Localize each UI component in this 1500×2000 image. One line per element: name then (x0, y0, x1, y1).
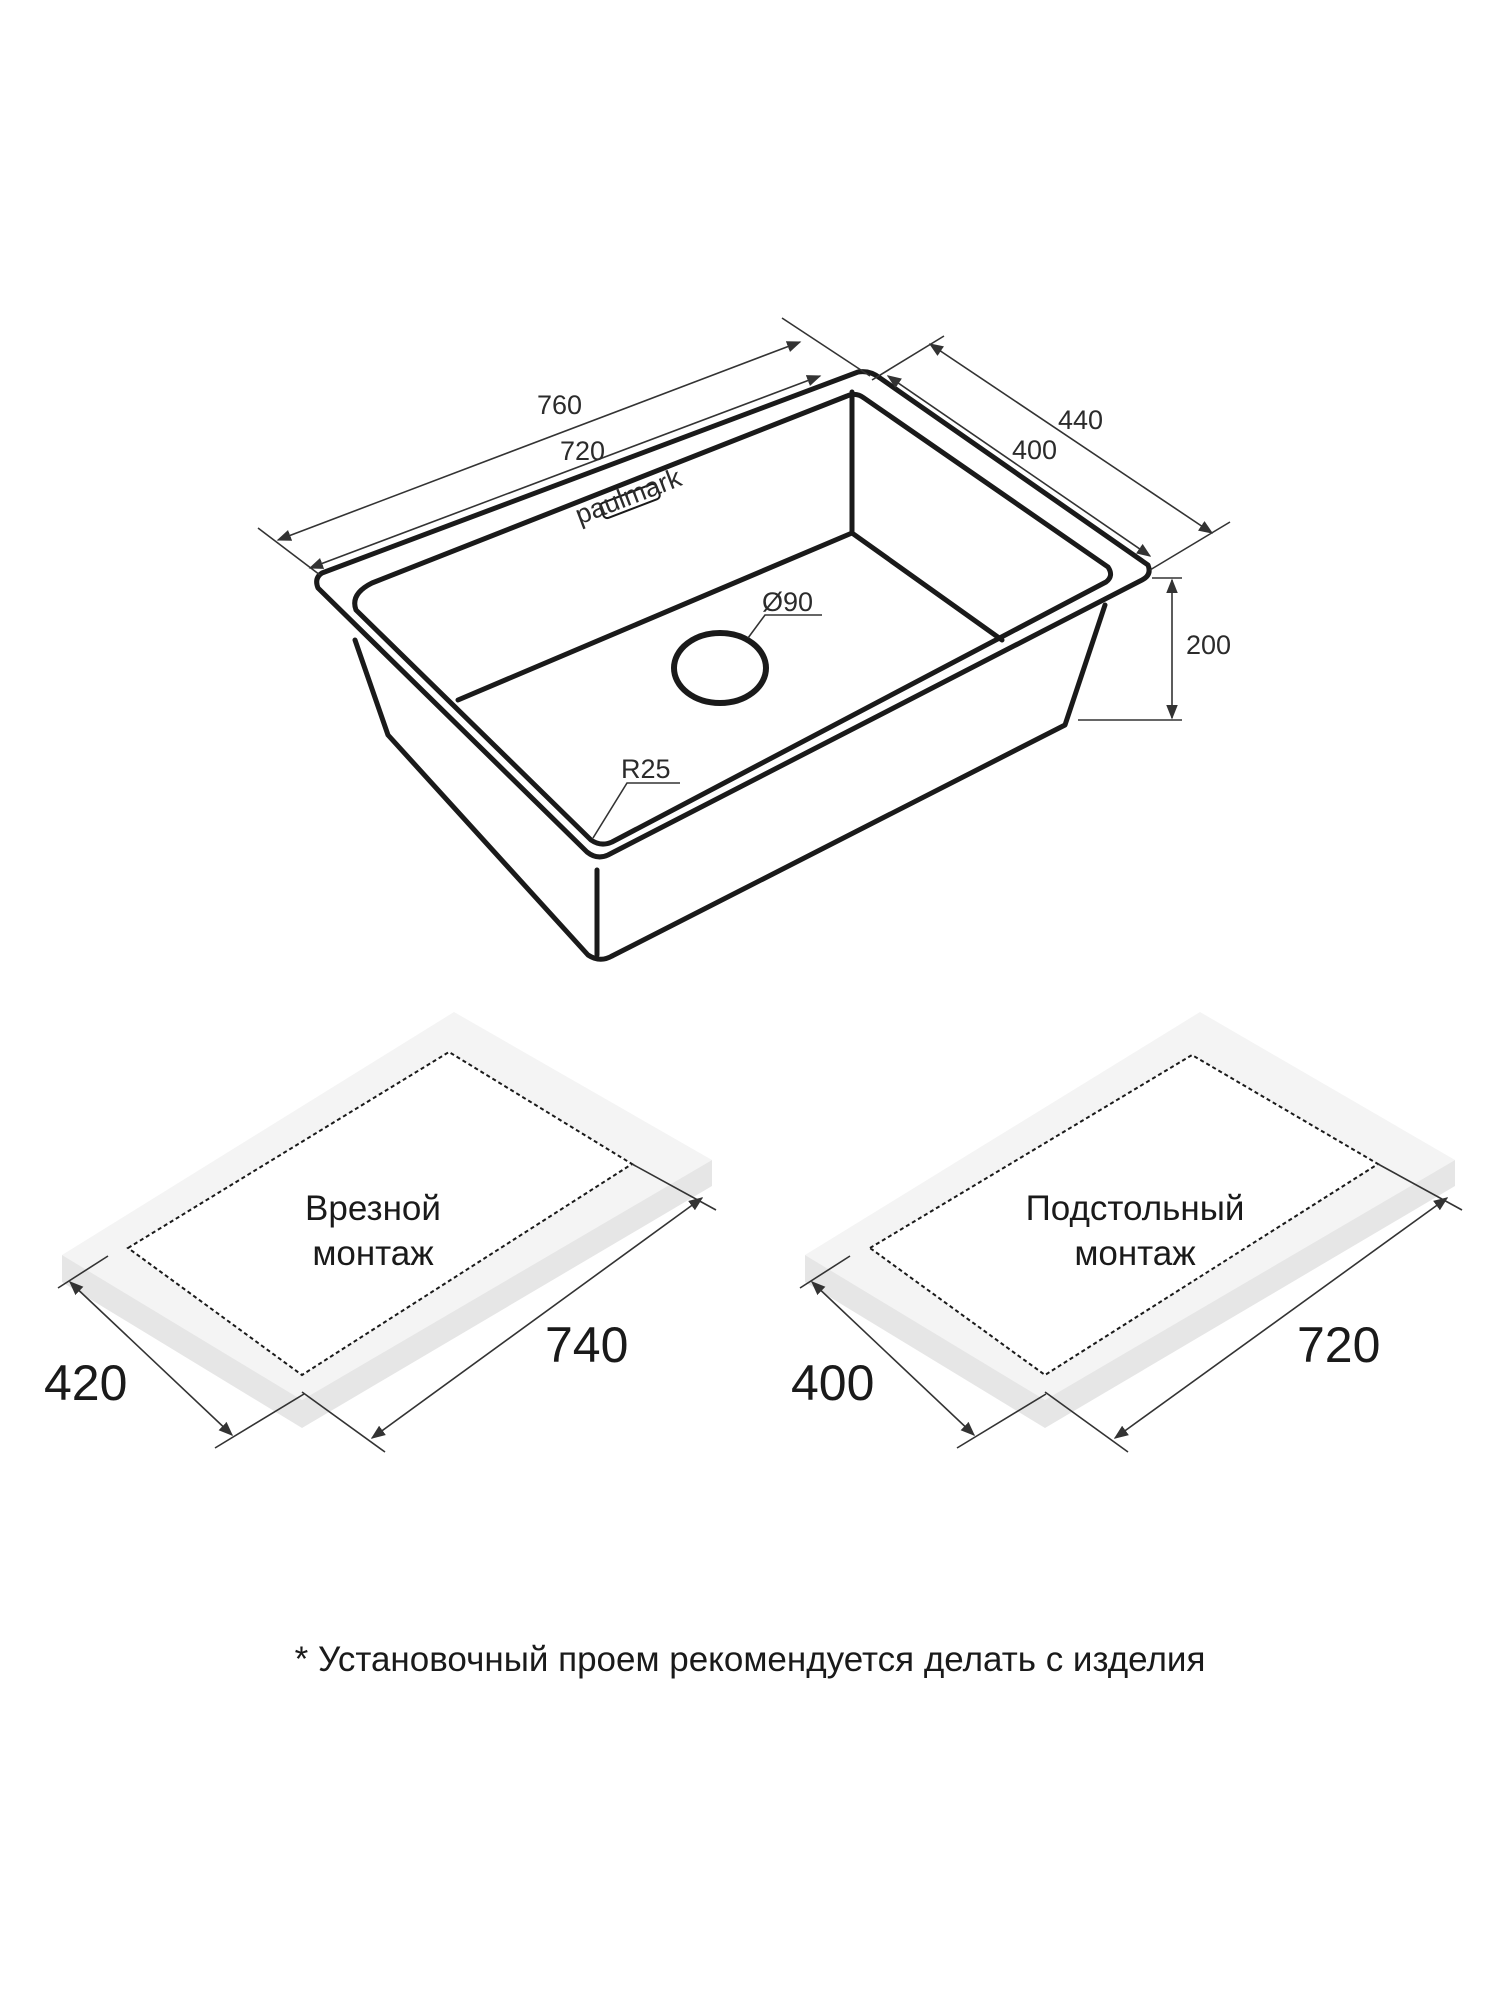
cutout-undermount-label-2: монтаж (1074, 1234, 1196, 1273)
cutout-under-width-ext2 (956, 1393, 1047, 1449)
drain-hole (671, 630, 769, 706)
sink-left-wall (352, 637, 615, 962)
sink-inner-rim (352, 391, 1114, 847)
dim-440-line (928, 343, 1214, 534)
cutout-under-width-ext1 (799, 1255, 851, 1289)
dim-440-ext-right (1149, 521, 1231, 571)
cutout-top-width-line (68, 1281, 234, 1436)
cutout-top-width-ext1 (57, 1255, 109, 1289)
dim-720-line (308, 375, 822, 569)
cutout-top-length-line (370, 1197, 704, 1439)
cutout-top-length-ext (301, 1391, 386, 1453)
sink-front-bottom (609, 602, 1108, 959)
cutout-under-width-line (810, 1281, 976, 1436)
dim-440-label: 440 (1058, 405, 1103, 435)
radius-leader (592, 782, 680, 839)
cutout-top-mount-width: 420 (44, 1355, 127, 1411)
cutout-top-mount (57, 1012, 717, 1453)
drain-leader (747, 614, 822, 639)
dim-760-label: 760 (537, 390, 582, 420)
sink-outer-rim (314, 369, 1152, 860)
sink-bowl-bottom (455, 530, 1005, 703)
dim-400-label: 400 (1012, 435, 1057, 465)
cutout-top-mount-label-2: монтаж (312, 1234, 434, 1273)
dim-440-ext (871, 335, 945, 381)
corner-radius-label: R25 (621, 754, 671, 784)
dim-200-label: 200 (1186, 630, 1231, 660)
cutout-undermount-length: 720 (1297, 1317, 1380, 1373)
cutout-under-length-ext (1044, 1391, 1129, 1453)
dim-720-label: 720 (560, 436, 605, 466)
cutout-top-mount-length: 740 (545, 1317, 628, 1373)
dim-760-line (276, 341, 802, 541)
drain-diameter-label: Ø90 (762, 587, 813, 617)
dim-400-line (886, 375, 1152, 557)
cutout-top-width-ext2 (214, 1393, 305, 1449)
cutout-undermount (799, 1012, 1463, 1453)
cutout-undermount-width: 400 (791, 1355, 874, 1411)
cutout-top-mount-label-1: Врезной (305, 1189, 441, 1228)
sink-body (314, 369, 1152, 962)
cutout-under-length-line (1113, 1197, 1449, 1439)
cutout-undermount-label-1: Подстольный (1026, 1189, 1245, 1228)
footnote: * Установочный проем рекомендуется делат… (294, 1640, 1206, 1679)
dim-760-ext-right (781, 317, 871, 377)
